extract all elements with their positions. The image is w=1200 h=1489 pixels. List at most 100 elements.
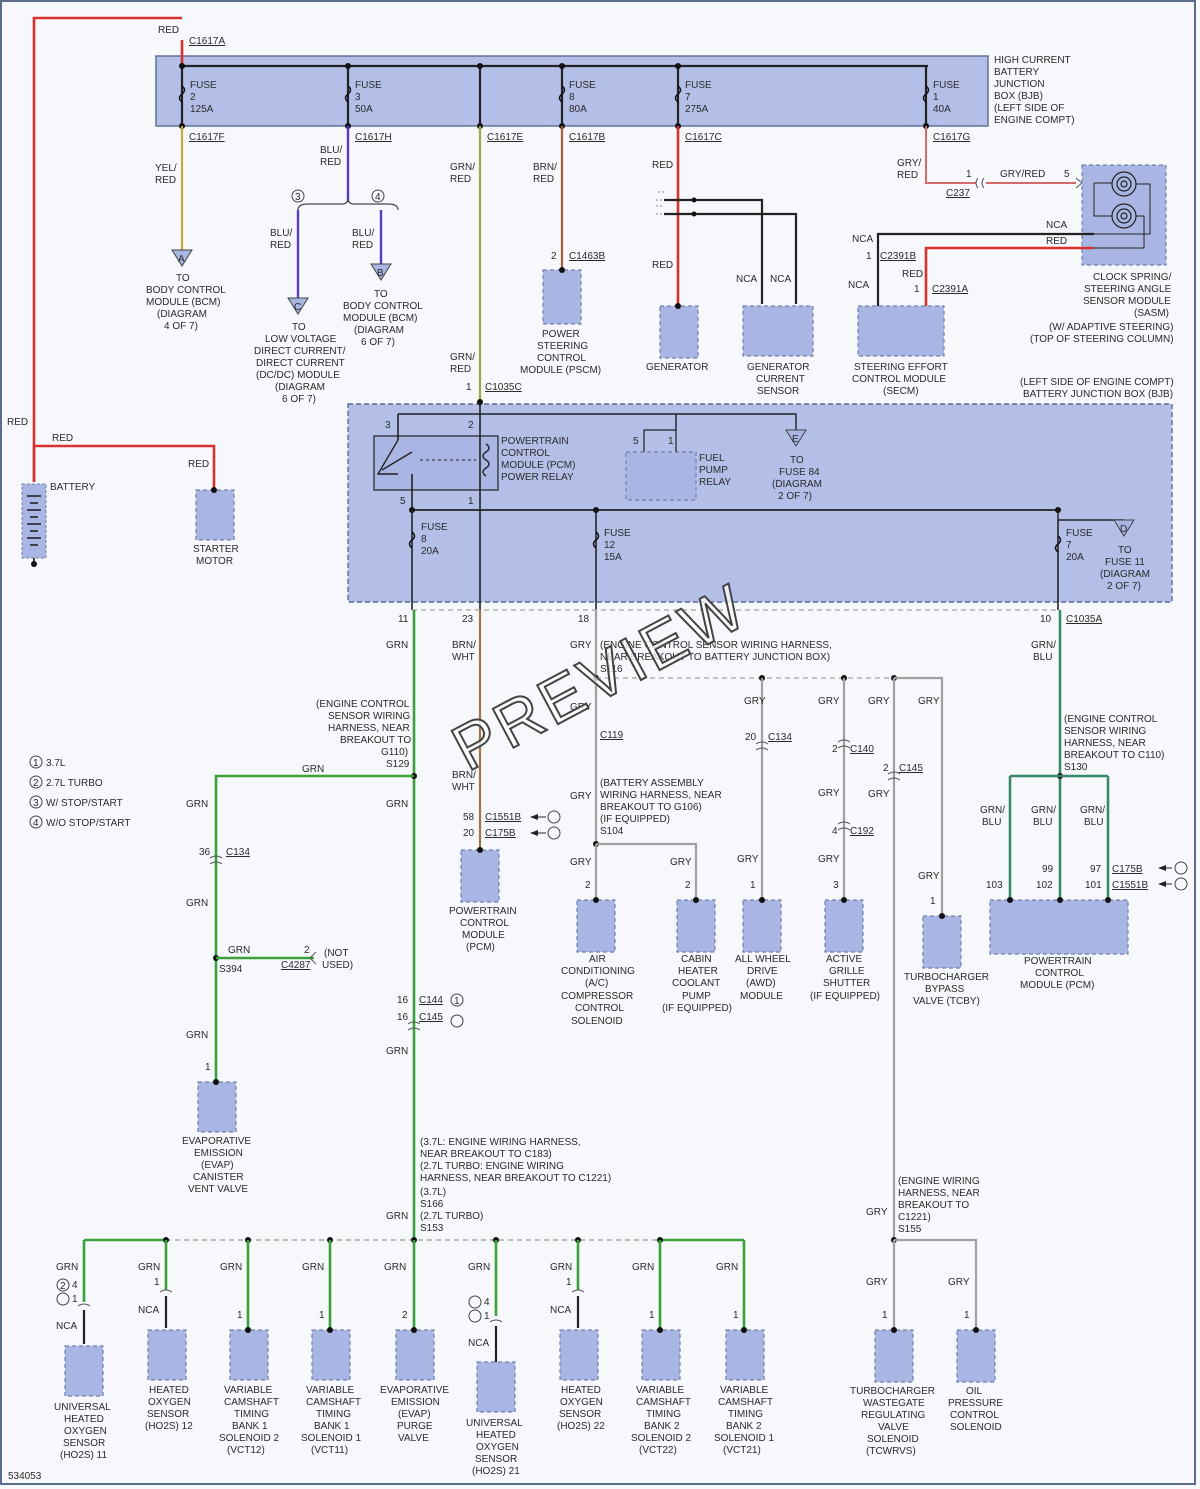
svg-text:C1617C: C1617C bbox=[685, 132, 722, 143]
svg-text:VALVE (TCBY): VALVE (TCBY) bbox=[913, 996, 980, 1007]
svg-text:C145: C145 bbox=[899, 763, 923, 774]
splice-s155: (ENGINE WIRING HARNESS, NEAR BREAKOUT TO… bbox=[898, 1176, 980, 1235]
svg-text:POWER: POWER bbox=[542, 329, 580, 340]
svg-text:3.7L: 3.7L bbox=[46, 758, 66, 769]
svg-text:CAMSHAFT: CAMSHAFT bbox=[636, 1397, 691, 1408]
svg-text:TO: TO bbox=[176, 273, 190, 284]
svg-text:RED: RED bbox=[533, 174, 554, 185]
svg-text:W/ STOP/START: W/ STOP/START bbox=[46, 798, 123, 809]
svg-text:2: 2 bbox=[685, 880, 691, 891]
svg-text:(NOT: (NOT bbox=[324, 948, 348, 959]
splice-s166-s153: (3.7L: ENGINE WIRING HARNESS, NEAR BREAK… bbox=[420, 1137, 611, 1234]
svg-text:CLOCK SPRING/: CLOCK SPRING/ bbox=[1093, 272, 1172, 283]
svg-text:RED: RED bbox=[652, 260, 673, 271]
svg-text:C4287: C4287 bbox=[281, 960, 311, 971]
svg-text:15A: 15A bbox=[604, 552, 622, 563]
svg-text:SENSOR: SENSOR bbox=[475, 1454, 517, 1465]
svg-text:STEERING ANGLE: STEERING ANGLE bbox=[1084, 284, 1172, 295]
svg-text:GRN: GRN bbox=[386, 799, 408, 810]
svg-text:GENERATOR: GENERATOR bbox=[747, 362, 809, 373]
bjb-splice-e: C1617E bbox=[478, 66, 523, 143]
svg-text:RED: RED bbox=[897, 170, 918, 181]
svg-text:NCA: NCA bbox=[848, 280, 869, 291]
svg-text:BYPASS: BYPASS bbox=[925, 984, 965, 995]
turbocharger-bypass-valve: TURBOCHARGER BYPASS VALVE (TCBY) bbox=[904, 913, 989, 1007]
svg-text:GRN: GRN bbox=[716, 1262, 738, 1273]
svg-text:S153: S153 bbox=[420, 1223, 444, 1234]
svg-text:GRN/: GRN/ bbox=[1031, 805, 1056, 816]
svg-text:HARNESS, NEAR: HARNESS, NEAR bbox=[1064, 738, 1146, 749]
svg-text:SOLENOID 2: SOLENOID 2 bbox=[631, 1433, 691, 1444]
svg-text:1: 1 bbox=[468, 496, 474, 507]
svg-text:SOLENOID 1: SOLENOID 1 bbox=[714, 1433, 774, 1444]
svg-text:GRN/: GRN/ bbox=[1080, 805, 1105, 816]
svg-text:CAMSHAFT: CAMSHAFT bbox=[224, 1397, 279, 1408]
svg-text:GRY: GRY bbox=[670, 857, 692, 868]
svg-text:EVAPORATIVE: EVAPORATIVE bbox=[380, 1385, 449, 1396]
svg-text:99: 99 bbox=[1042, 864, 1054, 875]
svg-text:TIMING: TIMING bbox=[646, 1409, 681, 1420]
svg-text:S155: S155 bbox=[898, 1224, 922, 1235]
svg-text:RED: RED bbox=[652, 160, 673, 171]
svg-text:NCA: NCA bbox=[138, 1305, 159, 1316]
svg-text:SENSOR: SENSOR bbox=[147, 1409, 189, 1420]
svg-text:BREAKOUT TO: BREAKOUT TO bbox=[898, 1200, 969, 1211]
svg-text:GRN: GRN bbox=[632, 1262, 654, 1273]
svg-text:1: 1 bbox=[466, 382, 472, 393]
svg-text:2 OF 7): 2 OF 7) bbox=[778, 491, 812, 502]
pscm-module: POWER STEERING CONTROL MODULE (PSCM) bbox=[520, 267, 601, 376]
svg-text:BANK 2: BANK 2 bbox=[644, 1421, 680, 1432]
svg-text:1: 1 bbox=[566, 1277, 572, 1288]
svg-text:FUSE: FUSE bbox=[421, 522, 448, 533]
svg-text:(A/C): (A/C) bbox=[585, 978, 608, 989]
battery: BATTERY bbox=[21, 482, 96, 567]
svg-text:(VCT21): (VCT21) bbox=[723, 1445, 761, 1456]
pcm-right: POWERTRAIN CONTROL MODULE (PCM) bbox=[989, 897, 1129, 991]
svg-text:FUSE: FUSE bbox=[355, 80, 382, 91]
svg-text:GRN: GRN bbox=[138, 1262, 160, 1273]
svg-text:CONTROL MODULE: CONTROL MODULE bbox=[852, 374, 946, 385]
vct11-solenoid: VARIABLE CAMSHAFT TIMING BANK 1 SOLENOID… bbox=[301, 1327, 361, 1456]
svg-text:10: 10 bbox=[1040, 614, 1052, 625]
pcm-mid: POWERTRAIN CONTROL MODULE (PCM) bbox=[449, 847, 517, 953]
svg-text:BRN/: BRN/ bbox=[452, 770, 476, 781]
svg-text:(DIAGRAM: (DIAGRAM bbox=[157, 309, 207, 320]
svg-text:MODULE: MODULE bbox=[462, 930, 505, 941]
svg-text:RED: RED bbox=[352, 240, 373, 251]
svg-text:CONTROL: CONTROL bbox=[1035, 968, 1084, 979]
vct12-solenoid: VARIABLE CAMSHAFT TIMING BANK 1 SOLENOID… bbox=[219, 1327, 279, 1456]
svg-text:2: 2 bbox=[832, 744, 838, 755]
svg-text:TIMING: TIMING bbox=[316, 1409, 351, 1420]
svg-text:TURBOCHARGER: TURBOCHARGER bbox=[850, 1386, 935, 1397]
svg-text:CONTROL: CONTROL bbox=[537, 353, 586, 364]
svg-text:STEERING EFFORT: STEERING EFFORT bbox=[854, 362, 948, 373]
svg-text:E: E bbox=[792, 434, 799, 445]
svg-text:FUSE: FUSE bbox=[933, 80, 960, 91]
svg-text:(ENGINE CONTROL: (ENGINE CONTROL bbox=[1064, 714, 1158, 725]
svg-text:(IF EQUIPPED): (IF EQUIPPED) bbox=[662, 1003, 732, 1014]
fuse-7-20a: FUSE 7 20A bbox=[1054, 520, 1093, 610]
clock-spring-sasm: CLOCK SPRING/ STEERING ANGLE SENSOR MODU… bbox=[1030, 164, 1174, 345]
svg-text:C140: C140 bbox=[850, 744, 874, 755]
svg-text:PUMP: PUMP bbox=[682, 991, 711, 1002]
svg-text:TO: TO bbox=[790, 455, 804, 466]
svg-text:HARNESS, NEAR: HARNESS, NEAR bbox=[898, 1188, 980, 1199]
svg-text:MODULE (BCM): MODULE (BCM) bbox=[343, 313, 417, 324]
svg-text:102: 102 bbox=[1036, 880, 1053, 891]
svg-text:C1035C: C1035C bbox=[485, 382, 522, 393]
svg-text:POWERTRAIN: POWERTRAIN bbox=[1024, 956, 1092, 967]
svg-text:1: 1 bbox=[484, 1311, 490, 1322]
ho2s-12: HEATED OXYGEN SENSOR (HO2S) 12 bbox=[145, 1329, 193, 1432]
svg-text:OXYGEN: OXYGEN bbox=[476, 1442, 519, 1453]
svg-text:GRY: GRY bbox=[948, 1277, 970, 1288]
svg-text:C1617G: C1617G bbox=[933, 132, 970, 143]
svg-text:2.7L TURBO: 2.7L TURBO bbox=[46, 778, 103, 789]
legend: 1 3.7L 2 2.7L TURBO 3 W/ STOP/START 4 W/… bbox=[29, 755, 130, 829]
svg-text:BLU: BLU bbox=[1084, 817, 1103, 828]
svg-text:3: 3 bbox=[33, 798, 39, 809]
svg-text:COMPRESSOR: COMPRESSOR bbox=[561, 991, 633, 1002]
svg-text:1: 1 bbox=[966, 169, 972, 180]
svg-text:VENT VALVE: VENT VALVE bbox=[188, 1184, 248, 1195]
svg-text:2: 2 bbox=[585, 880, 591, 891]
svg-text:GRN: GRN bbox=[550, 1262, 572, 1273]
